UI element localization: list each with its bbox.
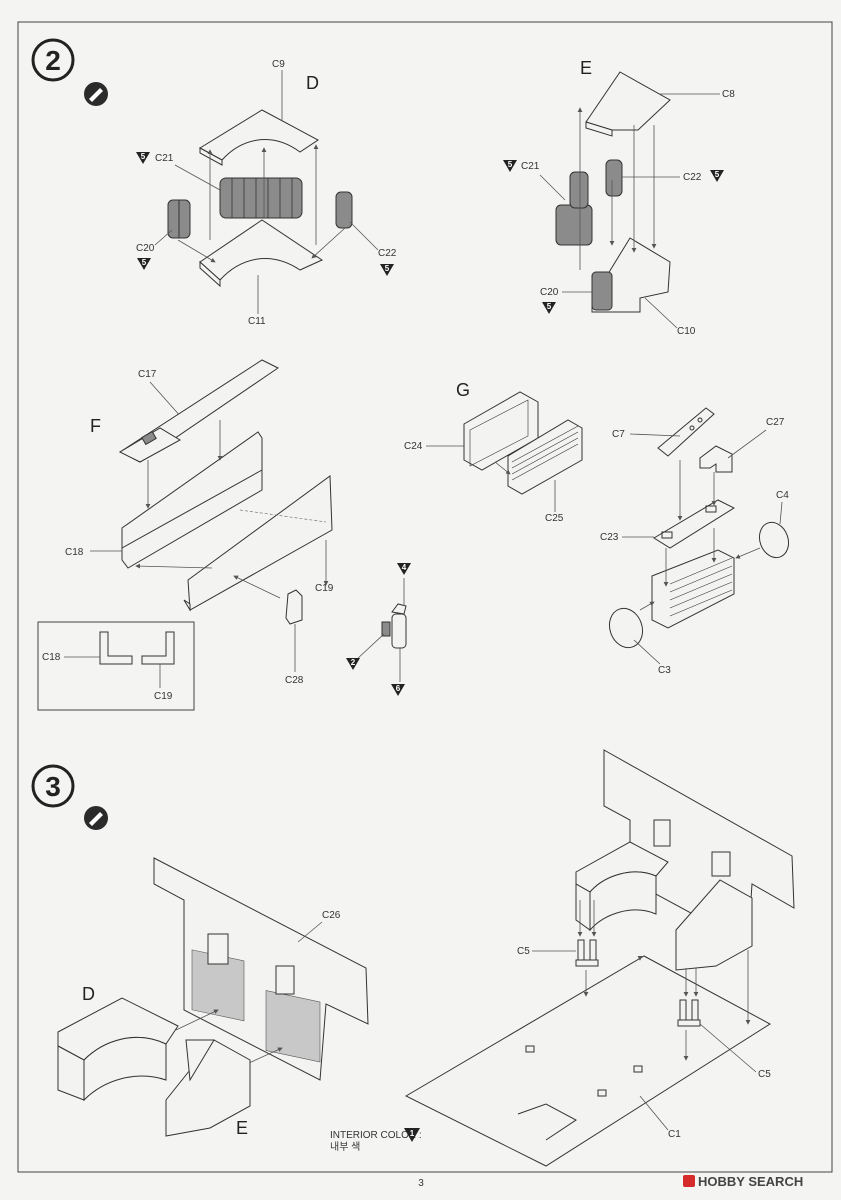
part-c20-e	[591, 271, 613, 311]
color-callout-c5: 5	[710, 170, 724, 182]
part-label-c23: C23	[600, 532, 619, 543]
part-c22-e	[605, 159, 623, 197]
part-label-c24: C24	[404, 441, 423, 452]
part-c5-right	[677, 999, 701, 1027]
fire-extinguisher	[381, 603, 407, 649]
color-callout-c5: 5	[503, 160, 517, 172]
part-label-c28: C28	[285, 675, 304, 686]
part-label-c5: C5	[517, 946, 530, 957]
part-label-c3: C3	[658, 665, 671, 676]
part-c1	[404, 955, 771, 1167]
section-label-g: G	[456, 380, 470, 400]
section-label-e-step3: E	[236, 1118, 248, 1138]
part-label-c18-inset: C18	[42, 652, 61, 663]
part-c26	[153, 857, 369, 1081]
svg-text:5: 5	[508, 160, 513, 169]
part-label-c18: C18	[65, 547, 84, 558]
page-border	[17, 21, 833, 1173]
svg-text:5: 5	[142, 258, 147, 267]
part-c20	[167, 199, 191, 239]
part-label-c8: C8	[722, 89, 735, 100]
color-callout-c2: 2	[346, 658, 360, 670]
part-c4	[758, 521, 790, 559]
profile-inset	[37, 621, 195, 711]
part-c9	[199, 109, 319, 166]
svg-text:6: 6	[396, 684, 401, 693]
part-c7	[657, 407, 715, 457]
color-callout-c6: 6	[391, 684, 405, 696]
part-label-c22: C22	[378, 248, 397, 259]
part-label-c26: C26	[322, 910, 341, 921]
paint-brush-icon	[84, 82, 108, 106]
part-label-c19: C19	[315, 583, 334, 594]
part-label-c7: C7	[612, 429, 625, 440]
svg-text:5: 5	[385, 264, 390, 273]
part-battery-box	[651, 549, 735, 629]
page-number: 3	[418, 1178, 424, 1189]
step-2-badge: 2	[31, 38, 75, 82]
part-label-c1: C1	[668, 1129, 681, 1140]
interior-color-korean: 내부 색	[330, 1141, 360, 1153]
part-c18	[121, 431, 263, 569]
part-c17	[118, 359, 279, 463]
svg-text:1: 1	[410, 1129, 415, 1138]
color-callout-c5: 5	[542, 302, 556, 314]
step-number: 3	[45, 771, 61, 802]
color-callout-c1: 1	[404, 1128, 420, 1142]
part-label-c17: C17	[138, 369, 157, 380]
svg-text:4: 4	[402, 563, 407, 572]
part-label-c25: C25	[545, 513, 564, 524]
part-d-assembled	[575, 841, 669, 932]
part-label-c21: C21	[155, 153, 174, 164]
part-c5-left	[575, 939, 599, 967]
section-label-e: E	[580, 58, 592, 78]
part-c3	[608, 607, 644, 649]
color-callout-c5: 5	[137, 258, 151, 270]
part-c21	[219, 177, 303, 219]
svg-text:2: 2	[351, 658, 356, 667]
part-c11	[199, 219, 324, 288]
paint-brush-icon	[84, 806, 108, 830]
section-label-d: D	[306, 73, 319, 93]
part-label-c11: C11	[248, 316, 266, 327]
part-d-assembly	[57, 997, 179, 1102]
svg-text:5: 5	[547, 302, 552, 311]
part-c19	[183, 475, 333, 612]
part-c22	[335, 191, 353, 229]
part-label-c9: C9	[272, 59, 285, 70]
part-label-c4: C4	[776, 490, 789, 501]
part-e-assembled	[675, 879, 753, 971]
color-callout-c5: 5	[380, 264, 394, 276]
part-label-c22-e: C22	[683, 172, 702, 183]
part-label-c19-inset: C19	[154, 691, 173, 702]
step-number: 2	[45, 45, 61, 76]
part-c25	[507, 419, 583, 495]
color-callout-c5: 5	[136, 152, 150, 164]
svg-text:5: 5	[715, 170, 720, 179]
part-label-c21-e: C21	[521, 161, 540, 172]
color-callout-c4: 4	[397, 563, 411, 575]
part-c21-e	[555, 171, 593, 246]
part-label-c20: C20	[136, 243, 155, 254]
section-label-f: F	[90, 416, 101, 436]
part-label-c20-e: C20	[540, 287, 559, 298]
part-label-c10: C10	[677, 326, 696, 337]
hobby-search-logo: HOBBY SEARCH	[683, 1174, 803, 1189]
step-3-badge: 3	[31, 764, 75, 808]
part-label-c27: C27	[766, 417, 785, 428]
part-label-c5-right: C5	[758, 1069, 771, 1080]
part-c23	[653, 499, 736, 549]
watermark-text: HOBBY SEARCH	[698, 1174, 803, 1189]
part-c27	[699, 445, 733, 473]
section-label-d-step3: D	[82, 984, 95, 1004]
part-c8	[585, 71, 671, 137]
interior-color-label: INTERIOR COLOR :	[330, 1130, 422, 1141]
part-e-assembly	[165, 1039, 251, 1137]
svg-text:5: 5	[141, 152, 146, 161]
part-c28	[285, 589, 303, 625]
